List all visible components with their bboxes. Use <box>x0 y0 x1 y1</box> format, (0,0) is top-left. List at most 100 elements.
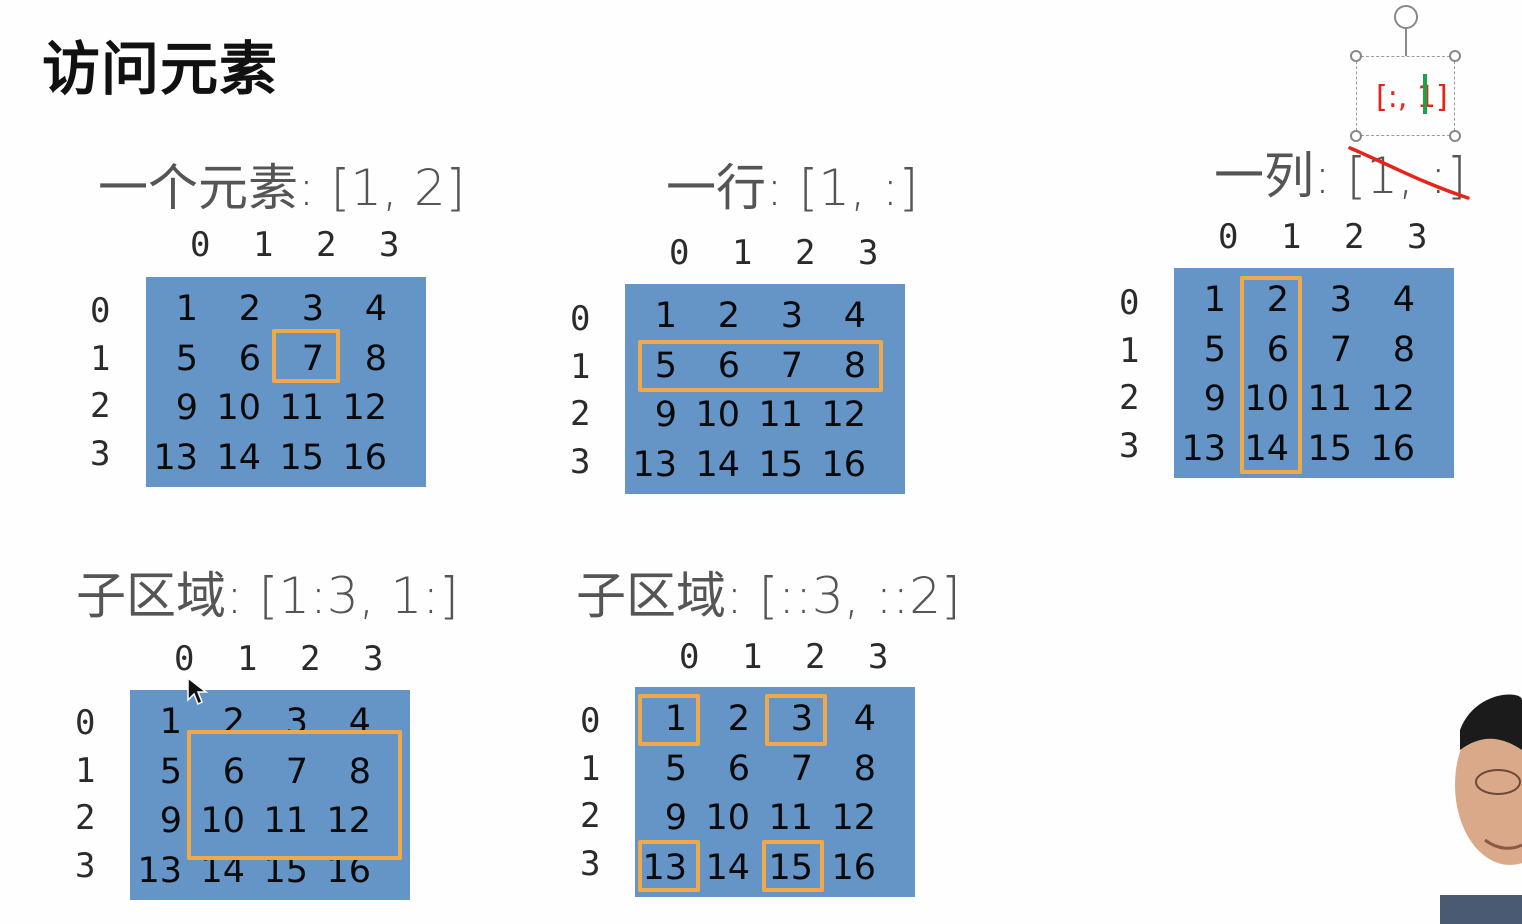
selected-textbox[interactable] <box>1356 56 1455 136</box>
row-index: 1 <box>90 339 111 379</box>
matrix-cell: 6 <box>727 749 750 789</box>
row-index: 1 <box>580 749 601 789</box>
matrix-cell: 7 <box>285 752 308 792</box>
resize-handle-top-right[interactable] <box>1449 50 1461 62</box>
matrix-cell: 9 <box>1203 379 1226 419</box>
matrix-cell: 12 <box>831 798 876 838</box>
matrix-cell: 9 <box>175 388 198 428</box>
matrix-cell: 1 <box>1203 280 1226 320</box>
matrix-cell: 12 <box>1370 379 1415 419</box>
matrix-cell: 2 <box>727 699 750 739</box>
col-index: 3 <box>858 233 879 273</box>
matrix-cell: 13 <box>137 851 182 891</box>
col-index: 3 <box>379 225 400 265</box>
row-index: 3 <box>570 442 591 482</box>
row-index: 0 <box>75 703 96 743</box>
highlight-box <box>762 840 824 892</box>
matrix-cell: 4 <box>1392 280 1415 320</box>
matrix-cell: 14 <box>705 848 750 888</box>
matrix-cell: 10 <box>200 801 245 841</box>
col-index: 1 <box>1281 217 1302 257</box>
matrix-cell: 1 <box>175 289 198 329</box>
matrix-cell: 6 <box>717 346 740 386</box>
example-label-subregion-1: 子区域: [1:3, 1:] <box>76 567 459 625</box>
matrix-cell: 2 <box>238 289 261 329</box>
matrix-cell: 14 <box>695 445 740 485</box>
col-index: 1 <box>237 639 258 679</box>
matrix-cell: 4 <box>364 289 387 329</box>
textbox-text[interactable]: [:, 1] <box>1376 80 1448 115</box>
col-index: 0 <box>679 637 700 677</box>
highlight-box <box>1240 276 1302 474</box>
matrix-cell: 2 <box>717 296 740 336</box>
matrix-cell: 10 <box>705 798 750 838</box>
matrix-cell: 11 <box>768 798 813 838</box>
matrix-cell: 7 <box>780 346 803 386</box>
matrix-cell: 13 <box>632 445 677 485</box>
row-index: 0 <box>570 299 591 339</box>
col-index: 0 <box>1218 217 1239 257</box>
col-index: 2 <box>795 233 816 273</box>
matrix-cell: 12 <box>326 801 371 841</box>
row-index: 3 <box>1119 426 1140 466</box>
matrix-cell: 8 <box>1392 330 1415 370</box>
matrix-cell: 13 <box>642 848 687 888</box>
matrix-cell: 15 <box>279 438 324 478</box>
row-index: 2 <box>1119 378 1140 418</box>
row-index: 0 <box>1119 283 1140 323</box>
matrix-cell: 1 <box>654 296 677 336</box>
highlight-box <box>638 694 700 746</box>
presenter-avatar-icon <box>1440 694 1522 924</box>
col-index: 2 <box>316 225 337 265</box>
row-index: 2 <box>580 796 601 836</box>
col-index: 2 <box>805 637 826 677</box>
matrix-cell: 16 <box>831 848 876 888</box>
matrix-cell: 6 <box>1266 330 1289 370</box>
rotation-line <box>1405 28 1407 56</box>
matrix-cell: 9 <box>664 798 687 838</box>
example-label-row: 一行: [1, :] <box>666 159 919 217</box>
matrix-cell: 13 <box>1181 429 1226 469</box>
col-index: 0 <box>669 233 690 273</box>
resize-handle-bottom-right[interactable] <box>1449 130 1461 142</box>
matrix-cell: 9 <box>159 801 182 841</box>
resize-handle-bottom-left[interactable] <box>1350 130 1362 142</box>
row-index: 3 <box>75 846 96 886</box>
matrix-cell: 3 <box>301 289 324 329</box>
col-index: 3 <box>363 639 384 679</box>
matrix-cell: 5 <box>664 749 687 789</box>
matrix-grid: 1 2 3 4 5 6 7 8 9 10 11 12 13 14 15 16 <box>635 687 915 897</box>
matrix-cell: 6 <box>238 339 261 379</box>
col-index: 2 <box>300 639 321 679</box>
matrix-cell: 4 <box>853 699 876 739</box>
resize-handle-top-left[interactable] <box>1350 50 1362 62</box>
matrix-cell: 9 <box>654 395 677 435</box>
matrix-cell: 3 <box>780 296 803 336</box>
matrix-cell: 5 <box>654 346 677 386</box>
matrix-cell: 8 <box>843 346 866 386</box>
matrix-grid: 1 2 3 4 5 6 7 8 9 10 11 12 13 14 15 16 <box>146 277 426 487</box>
matrix-cell: 16 <box>342 438 387 478</box>
matrix-cell: 12 <box>821 395 866 435</box>
col-index: 1 <box>732 233 753 273</box>
highlight-box <box>765 694 827 746</box>
matrix-cell: 4 <box>843 296 866 336</box>
matrix-cell: 14 <box>216 438 261 478</box>
row-index: 1 <box>570 347 591 387</box>
matrix-cell: 3 <box>790 699 813 739</box>
matrix-cell: 15 <box>768 848 813 888</box>
matrix-cell: 2 <box>1266 280 1289 320</box>
col-index: 3 <box>868 637 889 677</box>
col-index: 2 <box>1344 217 1365 257</box>
rotate-handle-icon[interactable] <box>1394 5 1418 29</box>
matrix-cell: 11 <box>758 395 803 435</box>
matrix-cell: 8 <box>853 749 876 789</box>
row-index: 1 <box>1119 331 1140 371</box>
matrix-cell: 10 <box>1244 379 1289 419</box>
matrix-cell: 13 <box>153 438 198 478</box>
col-index: 0 <box>174 639 195 679</box>
matrix-cell: 14 <box>1244 429 1289 469</box>
matrix-cell: 10 <box>216 388 261 428</box>
mouse-pointer-icon <box>187 676 209 706</box>
row-index: 2 <box>75 798 96 838</box>
